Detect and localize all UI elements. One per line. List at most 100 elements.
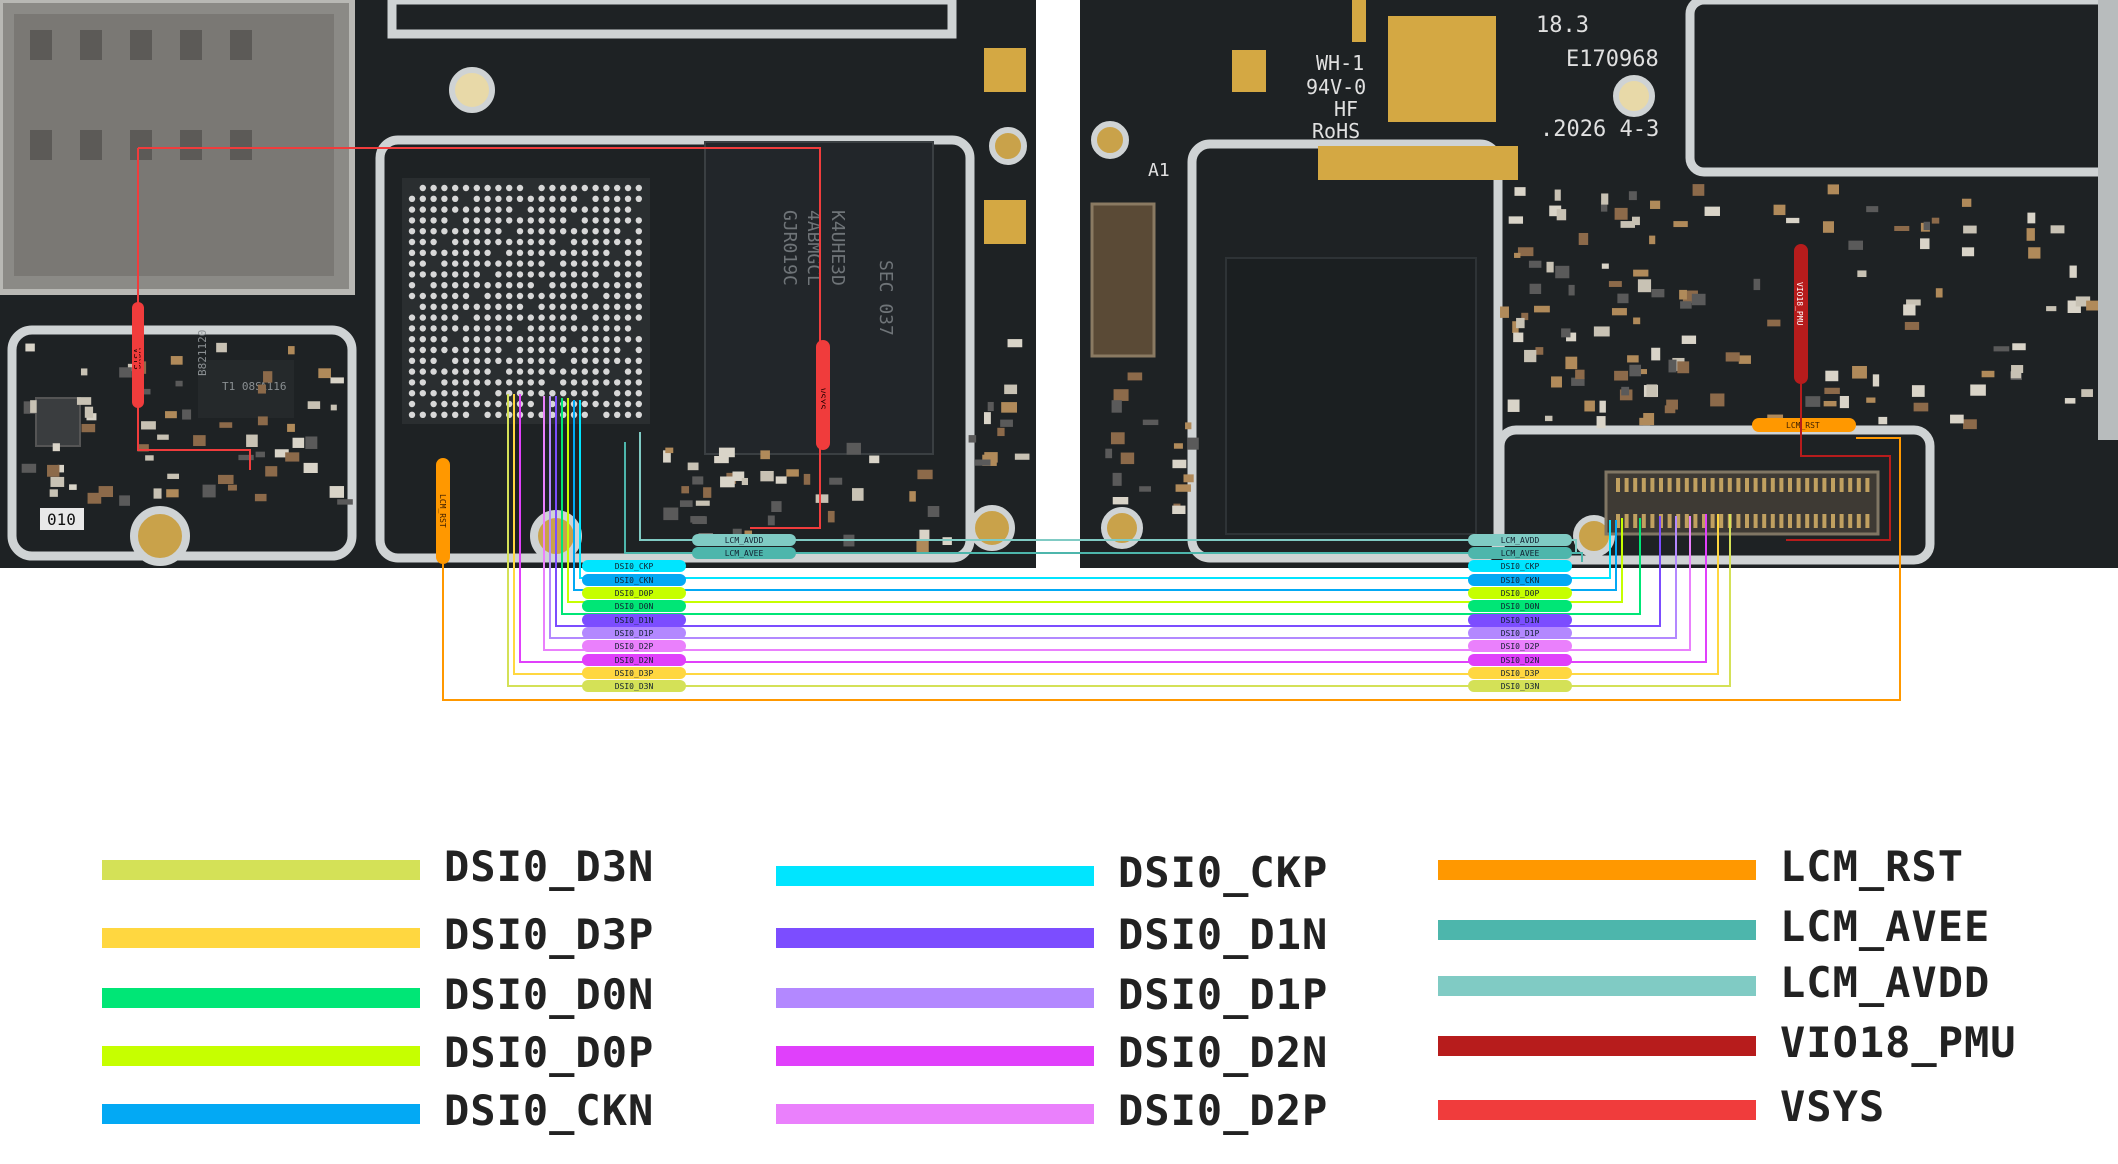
passive-component — [1142, 419, 1159, 426]
right-ic-large — [1225, 257, 1477, 535]
bga-ball — [527, 195, 534, 202]
legend-swatch — [1438, 860, 1756, 880]
bga-ball — [408, 292, 416, 300]
bga-ball — [549, 346, 556, 354]
bga-ball — [603, 411, 610, 418]
bga-ball — [473, 390, 480, 397]
bga-ball — [430, 314, 437, 321]
connector-pin — [1822, 478, 1827, 492]
bga-ball — [441, 292, 448, 300]
lcm-rst-rail-right — [1752, 418, 1856, 432]
passive-component — [1629, 364, 1642, 377]
passive-component — [1546, 261, 1554, 273]
bga-ball — [570, 249, 578, 256]
bga-ball — [581, 336, 588, 343]
passive-component — [87, 492, 102, 504]
net-label-left-ckp: DSI0_CKP — [615, 562, 654, 571]
bga-ball — [560, 249, 567, 256]
passive-component — [1823, 400, 1837, 407]
bga-ball — [452, 292, 459, 300]
net-trace-d2n — [519, 394, 1707, 663]
passive-component — [1631, 216, 1640, 226]
bga-ball — [603, 195, 610, 202]
net-trace-d0p — [567, 398, 1623, 603]
connector-pin — [1745, 514, 1749, 528]
net-trace-d1p — [549, 396, 1677, 639]
bga-ball — [527, 228, 534, 235]
passive-component — [1935, 288, 1943, 298]
bga-ball — [635, 357, 642, 364]
bga-ball — [570, 346, 578, 354]
bga-ball — [506, 314, 513, 321]
bga-ball — [516, 260, 524, 267]
bga-ball — [516, 303, 524, 310]
bga-ball — [603, 336, 610, 343]
net-label-right-d0p: DSI0_D0P — [1501, 589, 1540, 598]
bga-ball — [570, 325, 578, 332]
bga-ball — [452, 282, 459, 289]
bga-ball — [570, 228, 578, 235]
bga-ball — [473, 325, 480, 332]
legend-label: DSI0_CKN — [444, 1086, 655, 1135]
passive-component — [1677, 361, 1690, 374]
passive-component — [1500, 306, 1509, 318]
bga-ball — [462, 217, 470, 224]
net-label-right-bg — [1468, 627, 1572, 639]
bga-ball — [592, 303, 599, 310]
bga-ball — [603, 314, 610, 321]
passive-component — [1822, 221, 1834, 233]
bga-ball — [495, 390, 502, 397]
legend-swatch — [102, 928, 420, 948]
passive-component — [1183, 474, 1194, 483]
passive-component — [2075, 296, 2091, 307]
passive-component — [1600, 200, 1608, 212]
bga-ball — [624, 400, 632, 408]
screw-hole-left-bottom — [130, 506, 190, 566]
passive-component — [303, 462, 318, 473]
bga-ball — [570, 260, 578, 267]
bga-ball — [538, 249, 545, 256]
connector-pin — [1839, 514, 1844, 528]
right-shield-edge — [2098, 0, 2118, 440]
passive-component — [1566, 332, 1577, 342]
passive-component — [21, 463, 37, 473]
bga-ball — [441, 282, 448, 289]
bga-ball — [441, 303, 448, 310]
bga-ball — [560, 390, 567, 397]
bga-ball — [484, 325, 491, 332]
bga-ball — [430, 357, 437, 364]
net-label-right-bg — [1468, 667, 1572, 679]
connector-pin — [1848, 478, 1853, 492]
bga-ball — [603, 292, 610, 300]
net-label-left-d2n: DSI0_D2N — [615, 656, 654, 665]
bga-ball — [473, 336, 480, 343]
soc-ball-grid — [408, 184, 642, 418]
bga-ball — [592, 368, 599, 375]
bga-ball — [484, 195, 491, 202]
legend-label: DSI0_D3N — [444, 842, 655, 891]
bga-ball — [430, 228, 437, 235]
passive-component — [1668, 359, 1677, 373]
net-label-left-lcm_avdd: LCM_AVDD — [725, 536, 764, 545]
bga-ball — [473, 184, 480, 192]
passive-component — [1556, 209, 1567, 221]
connector-pin — [1641, 478, 1646, 492]
passive-component — [292, 437, 305, 448]
bga-ball — [484, 206, 491, 213]
passive-component — [1753, 278, 1761, 291]
bga-ball — [603, 368, 610, 375]
bga-ball — [538, 390, 545, 397]
bga-ball — [484, 238, 491, 246]
bga-ball — [549, 368, 556, 375]
bga-ball — [430, 400, 437, 408]
bga-ball — [495, 184, 502, 192]
bga-ball — [495, 206, 502, 213]
passive-component — [318, 368, 331, 379]
bga-ball — [441, 271, 448, 278]
passive-component — [119, 367, 132, 378]
sim-contacts — [30, 30, 252, 160]
bga-ball — [473, 303, 480, 310]
bga-ball — [430, 271, 437, 278]
passive-component — [1508, 216, 1524, 224]
passive-component — [69, 484, 77, 490]
